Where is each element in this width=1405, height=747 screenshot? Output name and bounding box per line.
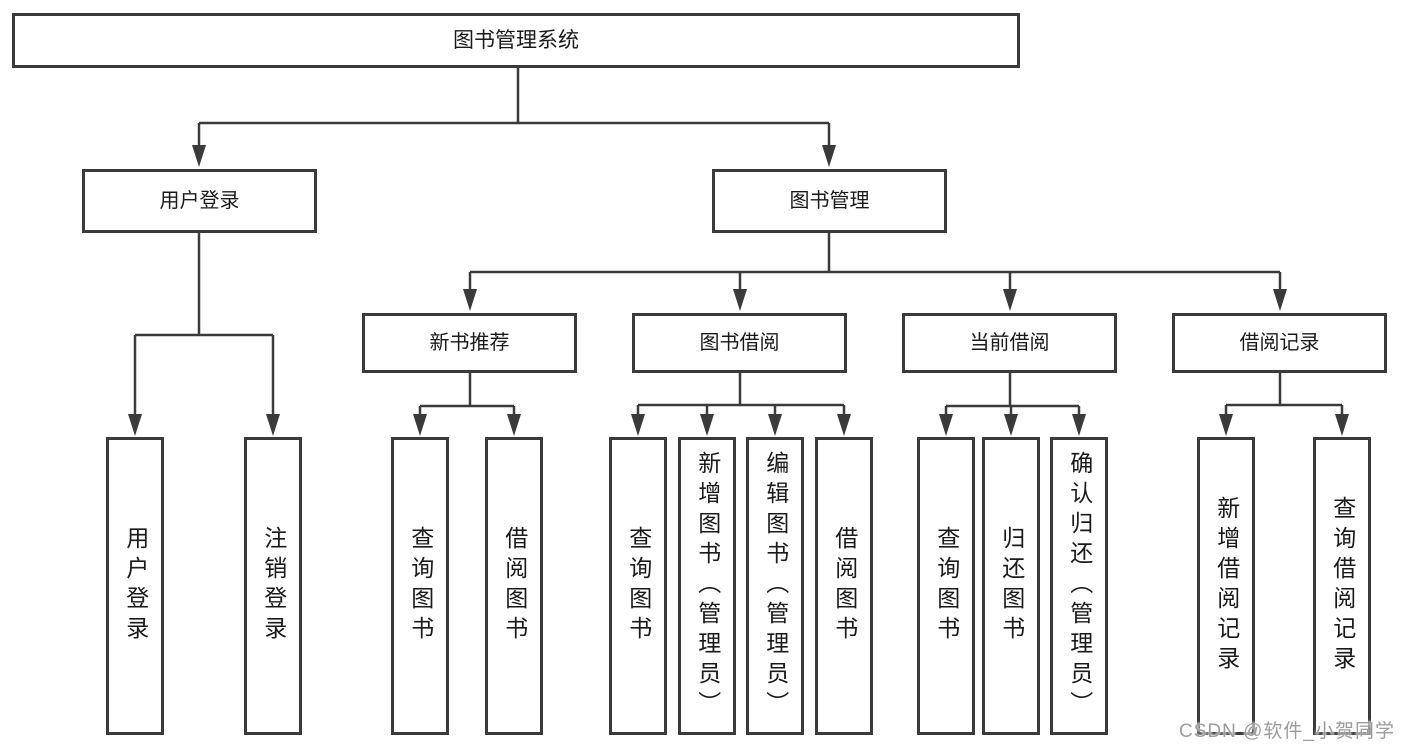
watermark: CSDN @软件_小贺同学 xyxy=(1179,721,1395,742)
node-user-login-branch: 用户登录 xyxy=(82,169,317,233)
node-login: 用户登录 xyxy=(106,437,164,735)
node-borrow-records: 借阅记录 xyxy=(1172,313,1387,373)
node-recommend-borrow-books: 借阅图书 xyxy=(485,437,543,735)
node-records-query-record: 查询借阅记录 xyxy=(1313,437,1371,735)
node-current-confirm-return-admin: 确认归还（管理员） xyxy=(1050,437,1108,735)
node-records-add-record: 新增借阅记录 xyxy=(1197,437,1255,735)
node-current-return-books: 归还图书 xyxy=(982,437,1040,735)
node-borrow-add-books-admin: 新增图书（管理员） xyxy=(678,437,736,735)
node-current-query-books: 查询图书 xyxy=(917,437,975,735)
node-current-borrow: 当前借阅 xyxy=(902,313,1117,373)
node-root: 图书管理系统 xyxy=(12,13,1020,68)
node-book-borrow: 图书借阅 xyxy=(632,313,847,373)
node-borrow-query-books: 查询图书 xyxy=(609,437,667,735)
node-book-management-branch: 图书管理 xyxy=(712,169,947,233)
node-logout: 注销登录 xyxy=(244,437,302,735)
node-borrow-edit-books-admin: 编辑图书（管理员） xyxy=(746,437,804,735)
node-borrow-borrow-books: 借阅图书 xyxy=(815,437,873,735)
node-new-book-recommend: 新书推荐 xyxy=(362,313,577,373)
node-recommend-query-books: 查询图书 xyxy=(391,437,449,735)
